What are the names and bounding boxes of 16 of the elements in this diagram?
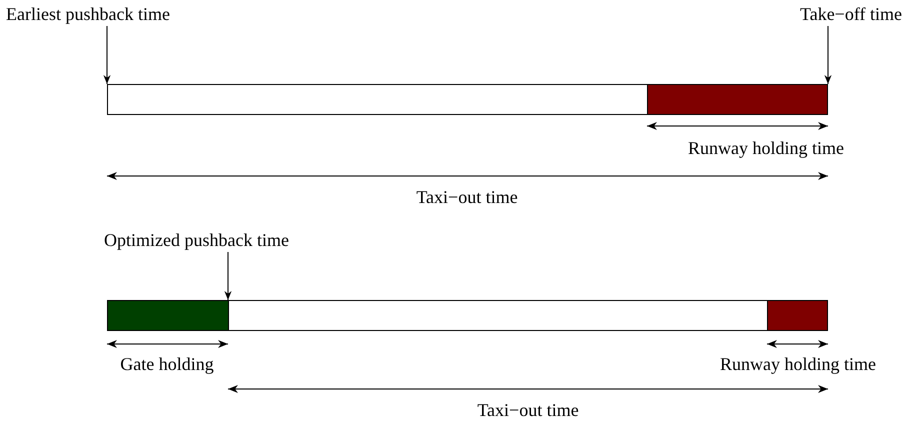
- arrow: [824, 26, 832, 84]
- time-label: Optimized pushback time: [104, 229, 374, 251]
- timeline-bar: [228, 300, 768, 331]
- duration-label: Gate holding: [120, 353, 214, 375]
- timeline-bar: [107, 84, 648, 115]
- duration-label: Runway holding time: [720, 353, 876, 375]
- duration-label: Taxi−out time: [416, 186, 518, 208]
- duration-label: Runway holding time: [688, 137, 844, 159]
- arrow: [224, 252, 232, 300]
- time-label: Earliest pushback time: [6, 3, 206, 25]
- arrow: [103, 26, 111, 84]
- time-label: Take−off time: [730, 3, 902, 25]
- timeline-bar: [767, 300, 828, 331]
- timeline-bar: [107, 300, 229, 331]
- timeline-bar: [647, 84, 828, 115]
- duration-label: Taxi−out time: [477, 399, 579, 421]
